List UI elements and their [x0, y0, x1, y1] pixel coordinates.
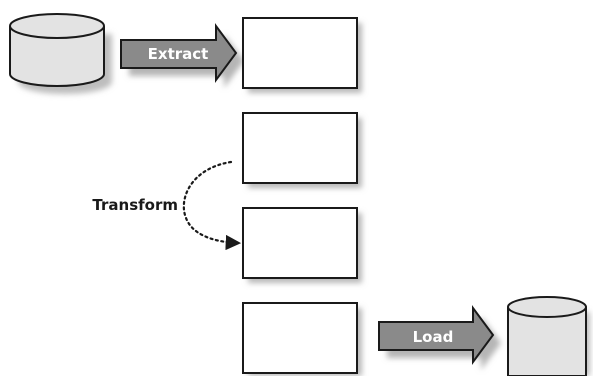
load-label: Load — [413, 328, 454, 346]
extract-label: Extract — [148, 45, 209, 63]
extracted-data-box — [242, 17, 362, 93]
transform-input-box — [242, 112, 362, 188]
source-database-icon — [9, 13, 112, 94]
load-arrow: Load — [378, 304, 501, 370]
transform-output-box — [242, 207, 362, 283]
load-source-box — [242, 302, 362, 376]
transform-label: Transform — [92, 196, 178, 214]
target-database-icon — [507, 296, 590, 376]
extract-arrow: Extract — [120, 22, 244, 88]
transform-curve-arrow — [182, 160, 242, 251]
